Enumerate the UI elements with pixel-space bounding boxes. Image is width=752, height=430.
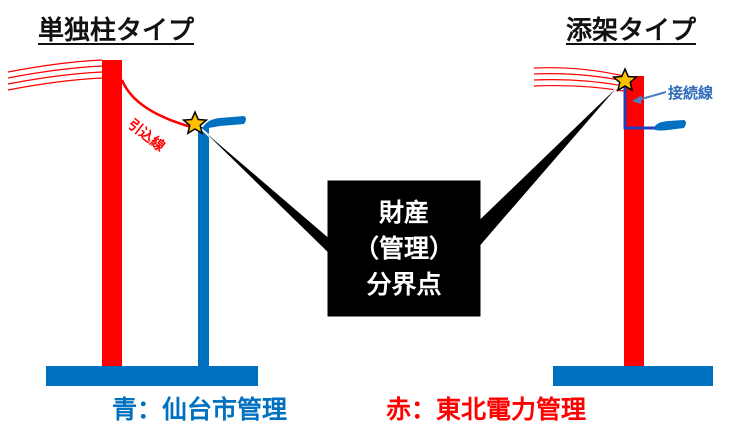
connection-line	[623, 82, 660, 130]
title-attached-type: 添架タイプ	[566, 16, 697, 46]
service-line	[120, 79, 196, 130]
star-icon	[611, 67, 639, 92]
connection-line-label: 接続線	[668, 84, 713, 102]
legend-blue: 青：仙台市管理	[112, 395, 288, 424]
left-red-pole	[102, 60, 122, 368]
service-line-label: 引込線	[125, 116, 169, 155]
right-base	[553, 366, 713, 386]
title-single-pole-type: 単独柱タイプ	[38, 16, 195, 46]
street-lamp-icon	[203, 116, 246, 128]
right-red-pole	[624, 76, 644, 368]
overhead-wires-right	[533, 67, 625, 92]
overhead-wires-left	[7, 59, 103, 91]
left-blue-lamp-pole	[198, 127, 209, 368]
center-label-line1: 財産	[378, 197, 429, 227]
legend-red: 赤：東北電力管理	[386, 395, 587, 424]
property-boundary-label: 財産 （管理） 分界点	[327, 180, 481, 317]
star-icon	[181, 110, 209, 135]
left-base	[46, 366, 258, 386]
street-lamp-icon	[655, 120, 686, 131]
connection-arrow	[637, 91, 667, 101]
center-label-line3: 分界点	[366, 269, 442, 299]
center-label-line2: （管理）	[353, 233, 454, 263]
arrow-head	[632, 95, 642, 104]
